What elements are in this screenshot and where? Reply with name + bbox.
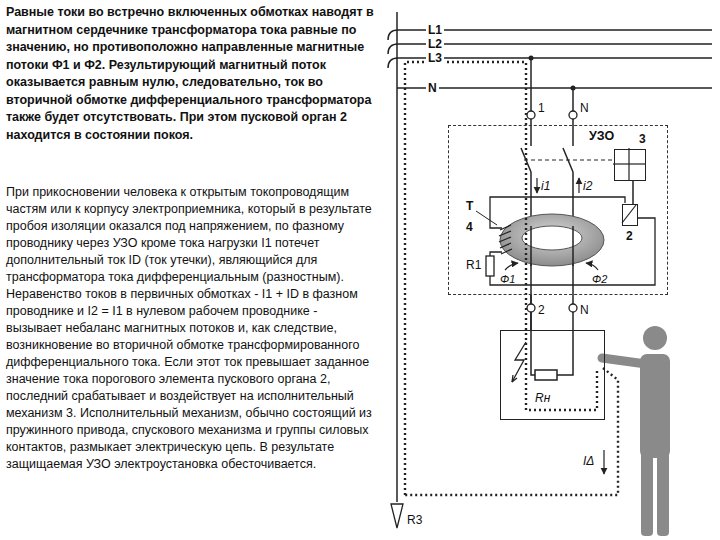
terminal-number: 1 bbox=[538, 101, 545, 115]
node-label: 2 bbox=[626, 229, 633, 243]
secondary-winding bbox=[476, 211, 497, 225]
load-wiring bbox=[530, 312, 532, 330]
callout-number: 4 bbox=[466, 220, 473, 234]
current-arrow bbox=[536, 178, 537, 193]
supply-wires bbox=[530, 58, 532, 111]
load-wiring bbox=[557, 330, 573, 375]
secondary-winding bbox=[476, 197, 655, 285]
note-paragraph: Равные токи во встречно включенных обмот… bbox=[6, 4, 376, 144]
wire-name: L3 bbox=[426, 51, 444, 65]
secondary-winding bbox=[490, 197, 625, 228]
resistor-symbol bbox=[486, 256, 494, 276]
terminal bbox=[527, 111, 535, 119]
actuator-grid bbox=[613, 148, 645, 180]
current-label: i2 bbox=[583, 179, 592, 193]
relay-coil bbox=[622, 205, 636, 223]
current-transformer-core bbox=[530, 226, 532, 266]
current-arrow bbox=[505, 263, 518, 270]
ground-label: R3 bbox=[407, 513, 422, 527]
junction-dot bbox=[529, 56, 534, 61]
node-label: 3 bbox=[639, 132, 646, 146]
secondary-winding bbox=[499, 225, 512, 254]
terminal bbox=[527, 304, 535, 312]
rcd-internal-wiring bbox=[530, 172, 532, 304]
person bbox=[657, 450, 669, 536]
flux-label: Φ1 bbox=[500, 272, 515, 286]
callout-letter: T bbox=[466, 199, 473, 213]
person bbox=[643, 326, 667, 350]
supply-wires bbox=[397, 87, 712, 89]
person bbox=[602, 358, 646, 364]
wire-name: L2 bbox=[426, 37, 444, 51]
load-wiring bbox=[512, 342, 526, 382]
current-label: i1 bbox=[541, 179, 550, 193]
rcd-internal-wiring bbox=[521, 119, 613, 304]
node-label: Rн bbox=[535, 391, 550, 405]
load-wiring bbox=[531, 330, 535, 375]
load-wiring bbox=[512, 375, 517, 382]
rcd-internal-wiring bbox=[530, 119, 532, 146]
relay-coil bbox=[622, 205, 636, 223]
ground-electrode bbox=[391, 504, 403, 528]
current-transformer-core bbox=[572, 226, 574, 266]
note-paragraph: При прикосновении человека к открытым то… bbox=[6, 184, 376, 473]
load-box: Rн bbox=[500, 330, 605, 420]
terminal bbox=[569, 304, 577, 312]
load-wiring bbox=[572, 312, 574, 330]
supply-wires bbox=[388, 12, 712, 502]
rcd-internal-wiring bbox=[524, 160, 613, 161]
person bbox=[640, 354, 670, 458]
supply-wires bbox=[572, 88, 574, 111]
terminal bbox=[569, 111, 577, 119]
flux-label: Φ2 bbox=[592, 272, 607, 286]
terminal-number: 2 bbox=[538, 303, 545, 317]
rcd-internal-wiring bbox=[572, 119, 574, 146]
wire-connector bbox=[632, 181, 634, 204]
resistor-symbol bbox=[486, 256, 494, 276]
rcd-internal-wiring bbox=[572, 172, 574, 304]
trip-relay: 2 bbox=[622, 204, 638, 226]
current-arrow bbox=[586, 263, 598, 270]
person bbox=[602, 326, 670, 536]
actuator-grid bbox=[613, 163, 645, 164]
actuator-box: 3 bbox=[614, 149, 646, 181]
rcd-housing: УЗО32 bbox=[448, 125, 668, 295]
current-transformer-core bbox=[500, 214, 604, 266]
junction-dot bbox=[571, 86, 576, 91]
ground-electrode bbox=[391, 504, 403, 528]
leakage-path bbox=[405, 62, 618, 495]
terminal-name: N bbox=[580, 101, 589, 115]
supply-wires bbox=[396, 12, 398, 502]
terminal-name: N bbox=[580, 303, 589, 317]
wire-name: L1 bbox=[426, 23, 444, 37]
current-label: IΔ bbox=[583, 454, 594, 468]
person bbox=[641, 450, 653, 536]
current-arrow bbox=[603, 450, 604, 474]
terminal bbox=[527, 111, 577, 312]
current-arrow bbox=[578, 178, 579, 193]
secondary-winding bbox=[490, 218, 655, 285]
current-transformer-core bbox=[500, 214, 604, 266]
node-label: УЗО bbox=[589, 129, 614, 143]
resistor-label: R1 bbox=[466, 258, 481, 272]
junction-dot bbox=[529, 56, 576, 91]
leakage-path bbox=[405, 62, 597, 495]
current-arrow bbox=[505, 178, 604, 474]
leakage-path bbox=[405, 368, 618, 495]
wire-name: N bbox=[426, 81, 439, 95]
load-wiring bbox=[535, 370, 557, 380]
load-wiring bbox=[512, 312, 573, 382]
